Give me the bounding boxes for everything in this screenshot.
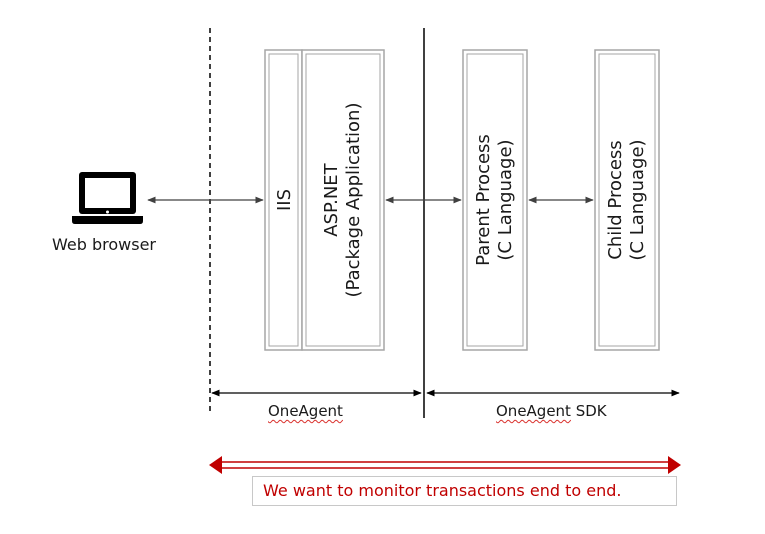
parent-process-subtitle: (C Language) bbox=[495, 139, 516, 261]
laptop-icon bbox=[72, 172, 143, 224]
aspnet-title: ASP.NET bbox=[321, 163, 342, 237]
aspnet-subtitle: (Package Application) bbox=[343, 102, 364, 298]
oneagent-sdk-prefix: OneAgent bbox=[496, 402, 571, 420]
child-process-title: Child Process bbox=[605, 140, 626, 260]
child-process-label: Child Process (C Language) bbox=[605, 110, 649, 290]
parent-process-title: Parent Process bbox=[473, 134, 494, 266]
parent-process-box bbox=[462, 49, 528, 351]
oneagent-sdk-label: OneAgent SDK bbox=[496, 402, 607, 420]
goal-callout: We want to monitor transactions end to e… bbox=[252, 476, 677, 506]
oneagent-label: OneAgent bbox=[268, 402, 343, 420]
oneagent-sdk-suffix: SDK bbox=[570, 402, 607, 420]
parent-process-label: Parent Process (C Language) bbox=[473, 110, 517, 290]
aspnet-box bbox=[301, 49, 385, 351]
iis-label: IIS bbox=[274, 188, 295, 212]
iis-box bbox=[264, 49, 303, 351]
child-process-box bbox=[594, 49, 660, 351]
aspnet-label: ASP.NET (Package Application) bbox=[321, 100, 365, 300]
child-process-subtitle: (C Language) bbox=[627, 139, 648, 261]
end-to-end-arrow bbox=[209, 456, 681, 474]
web-browser-label: Web browser bbox=[52, 235, 156, 254]
